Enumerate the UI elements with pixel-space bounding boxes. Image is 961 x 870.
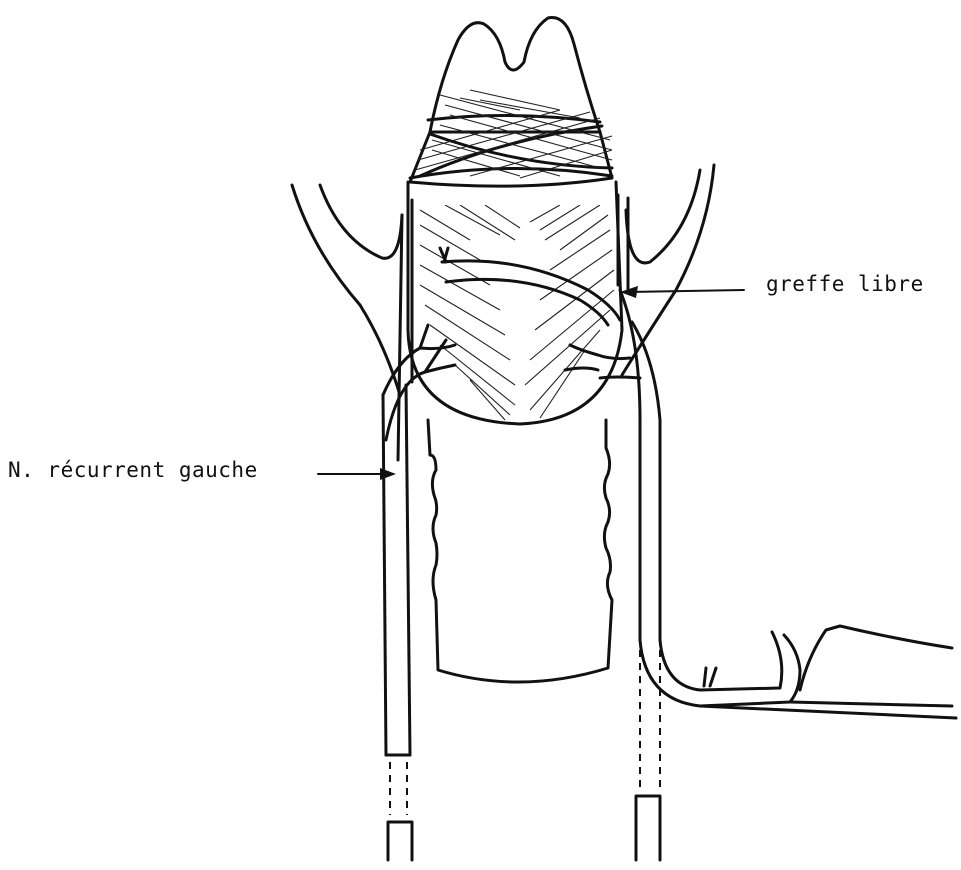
thyroid-lobe-right xyxy=(618,165,714,375)
nerve-recurrent-right xyxy=(565,290,660,860)
label-greffe-libre: greffe libre xyxy=(766,272,924,296)
arrow-recurrent-gauche xyxy=(318,468,396,480)
arrow-greffe-libre xyxy=(620,286,744,298)
trachea xyxy=(428,420,612,682)
thyroid-cartilage xyxy=(408,182,622,424)
thyroid-lobe-left xyxy=(292,185,412,460)
graft-extension xyxy=(640,626,956,718)
cricothyroid-muscles xyxy=(410,90,612,186)
label-recurrent-gauche: N. récurrent gauche xyxy=(8,458,258,482)
